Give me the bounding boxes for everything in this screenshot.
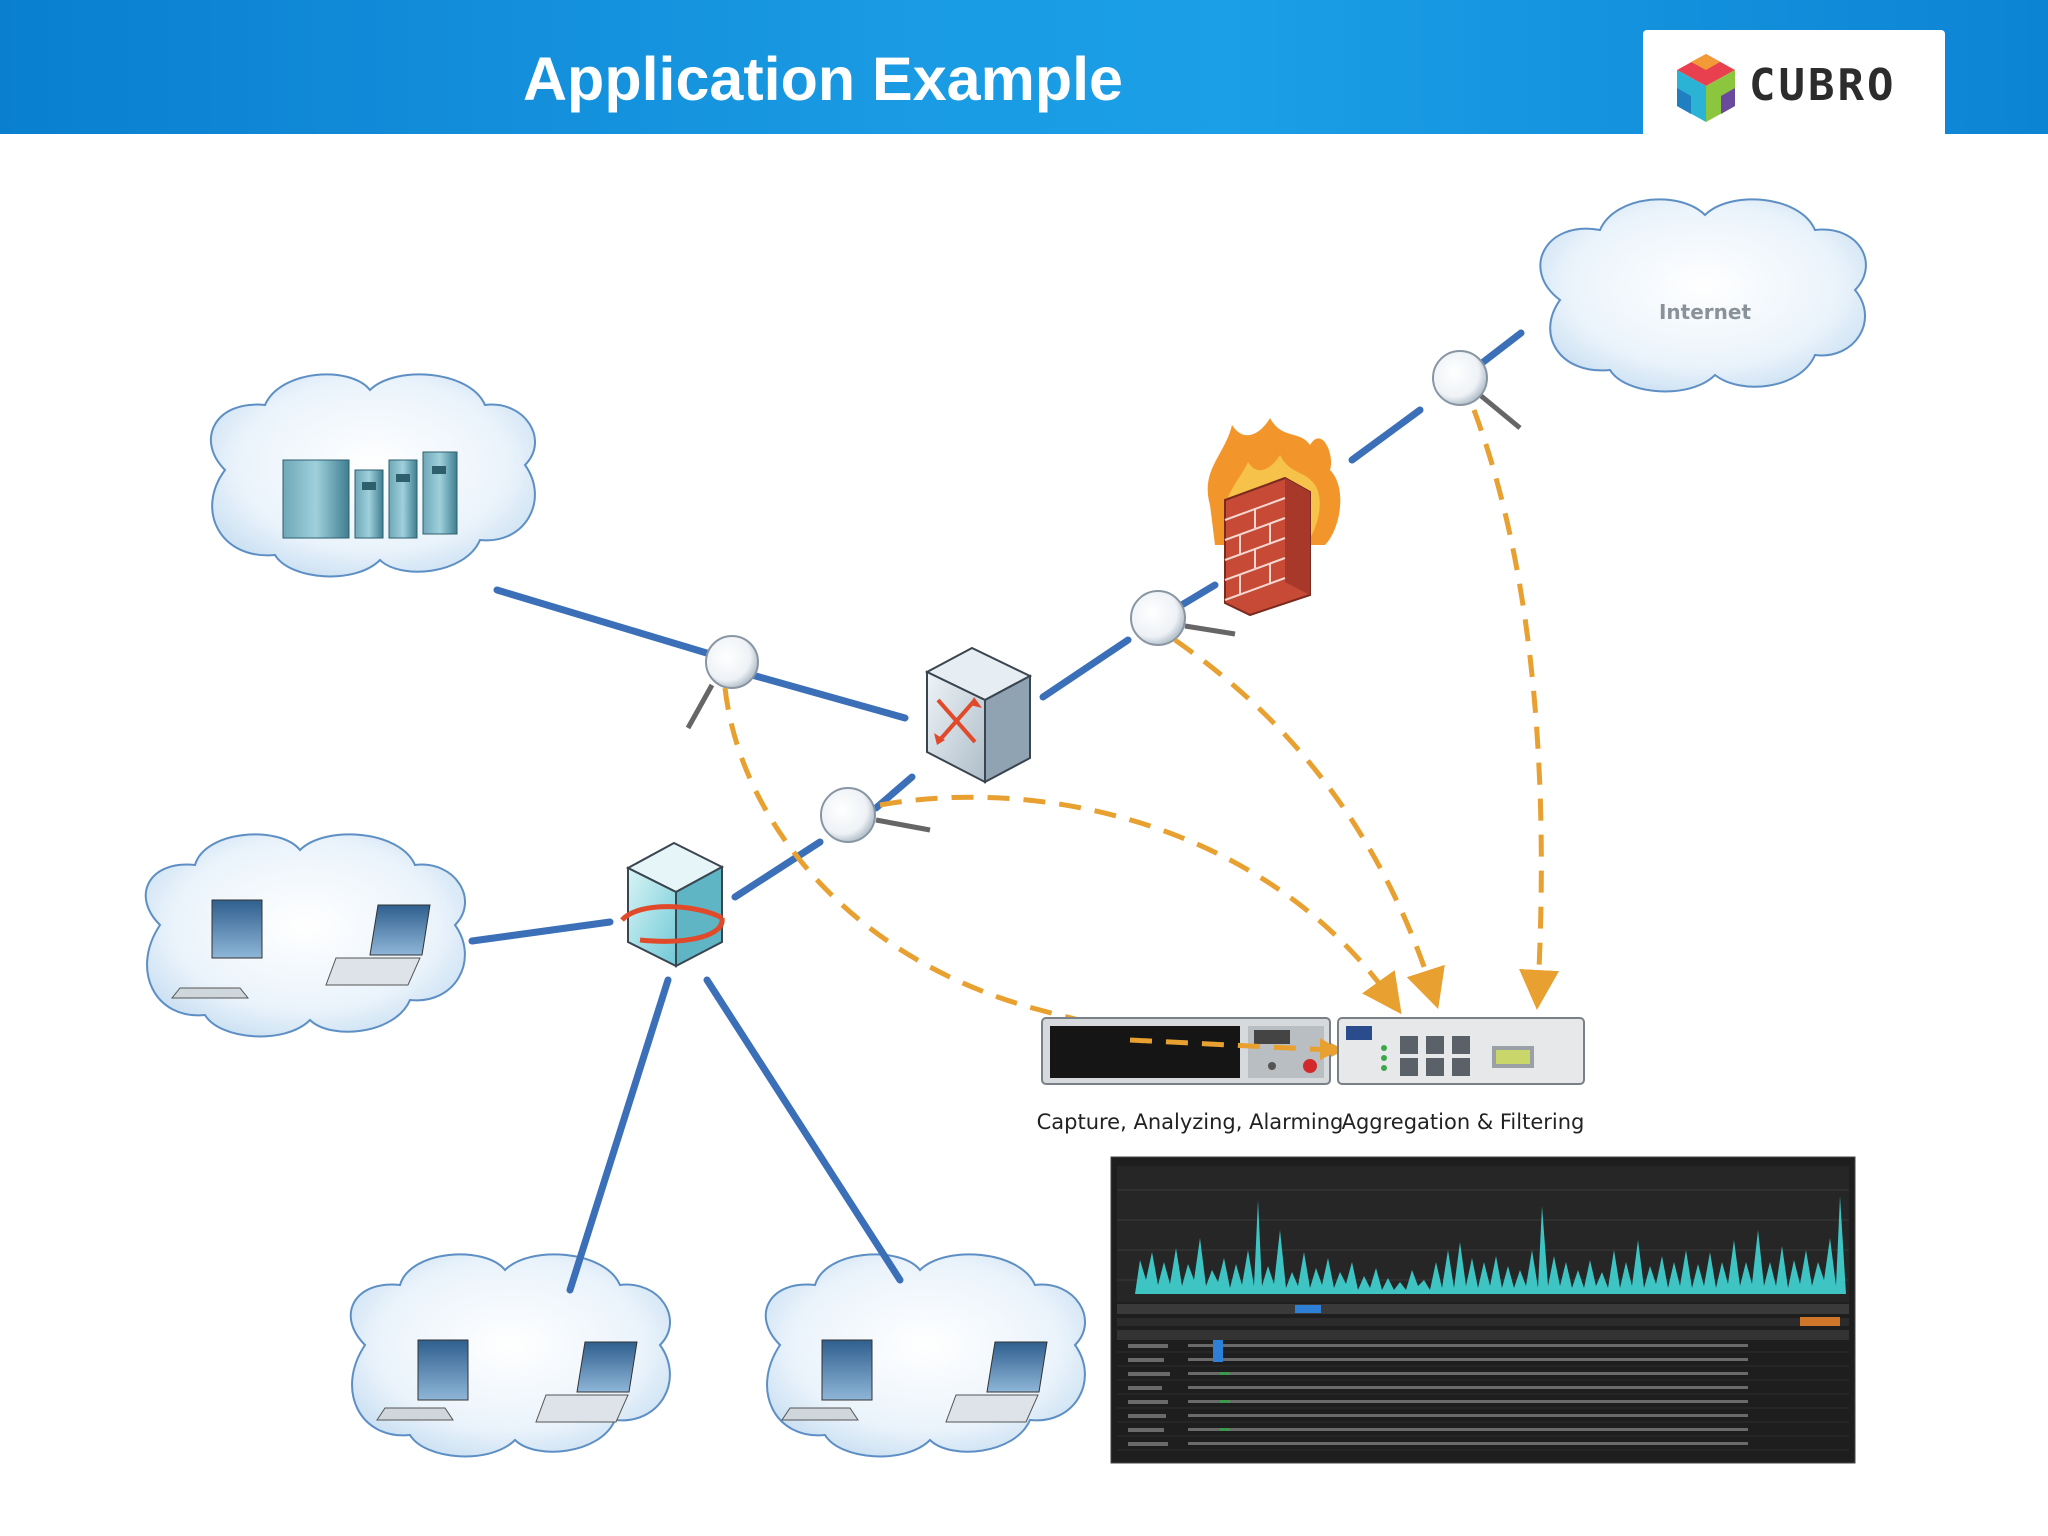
switch-icon	[620, 841, 725, 968]
router-icon	[924, 646, 1033, 784]
link-switch-to-left-cloud	[468, 918, 614, 945]
cubro-logo: CUBRO	[1643, 30, 1945, 134]
laptop-icon	[535, 1341, 638, 1423]
link-switch-to-bottom-left	[566, 976, 672, 1294]
network-diagram: Internet	[144, 198, 1867, 1464]
link-tap-to-router	[741, 669, 909, 722]
capture-appliance	[1041, 1017, 1331, 1085]
aggregation-label: Aggregation & Filtering	[1342, 1110, 1585, 1134]
client-cloud-bottom-right	[764, 1253, 1086, 1458]
link-router-to-tap	[1039, 636, 1132, 701]
flow-router-low-tap	[879, 794, 1402, 1015]
internet-cloud: Internet	[1539, 198, 1867, 393]
flow-arrowhead	[1320, 1038, 1340, 1060]
desktop-computer-icon	[781, 1339, 873, 1421]
internet-label: Internet	[1659, 300, 1751, 324]
header-bar: Application Example CUBRO	[0, 0, 2048, 134]
laptop-icon	[945, 1341, 1048, 1423]
tap-lens-internet	[1432, 350, 1522, 430]
flow-firewall-tap	[1173, 637, 1445, 1010]
link-tap-to-internet	[1478, 329, 1525, 367]
client-cloud-bottom-left	[349, 1253, 671, 1458]
tap-lens-router-low	[820, 787, 931, 843]
firewall-icon	[1207, 418, 1341, 617]
laptop-icon	[325, 904, 431, 986]
aggregation-appliance	[1337, 1017, 1585, 1085]
server-cloud	[209, 373, 536, 578]
link-servers-to-tap	[493, 586, 714, 658]
flow-servers-tap	[722, 687, 1345, 1070]
tap-lens-firewall	[1130, 590, 1236, 646]
link-firewall-to-internet-tap	[1348, 406, 1424, 464]
tap-flow-arrows	[722, 409, 1560, 1070]
traffic-graph	[1135, 1196, 1846, 1294]
cube-logo-icon	[1677, 54, 1735, 122]
tap-lens-servers	[685, 635, 759, 730]
network-links	[468, 329, 1525, 1294]
link-switch-to-bottom-right	[703, 976, 904, 1284]
flow-internet-tap	[1471, 409, 1560, 1010]
client-cloud-left	[144, 833, 466, 1038]
monitoring-dashboard	[1110, 1156, 1856, 1464]
page-title: Application Example	[523, 45, 1123, 113]
server-rack-icon	[282, 451, 458, 539]
logo-wordmark: CUBRO	[1749, 60, 1897, 111]
link-switch-to-tap	[731, 838, 824, 901]
desktop-computer-icon	[170, 899, 263, 999]
capture-label: Capture, Analyzing, Alarming	[1037, 1110, 1344, 1134]
desktop-computer-icon	[376, 1339, 469, 1421]
